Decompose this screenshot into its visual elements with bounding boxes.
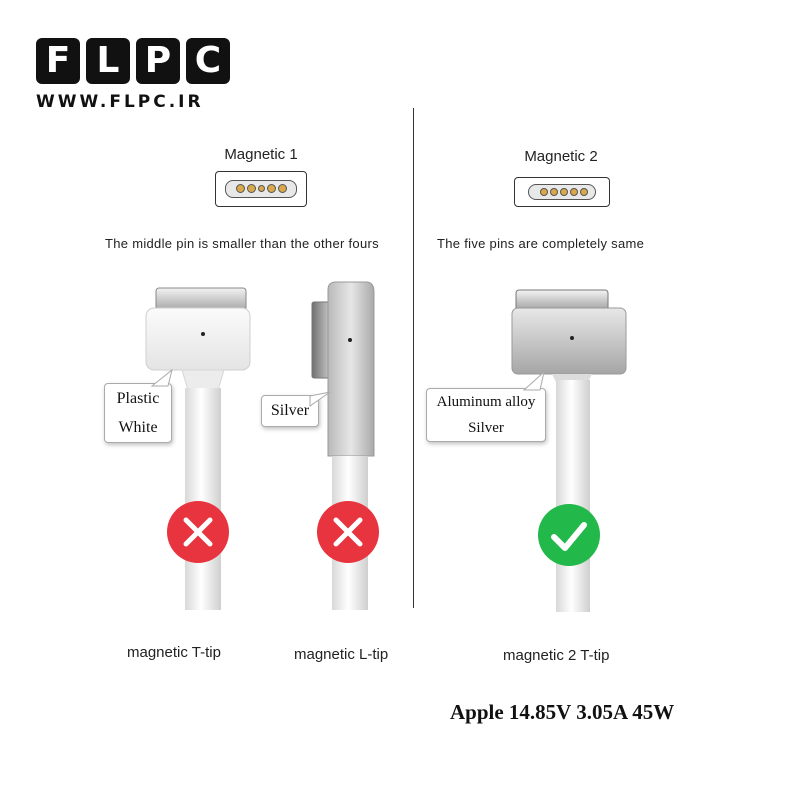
label-magnetic-t-tip: magnetic T-tip [127,644,221,661]
callout-aluminum-silver: Aluminum alloy Silver [426,388,546,442]
magnetic-1-connector-icon [215,171,307,207]
magnetic-2-t-tip-connector [511,289,627,612]
logo-letter-p: P [136,38,180,84]
magnetic-2-description: The five pins are completely same [437,236,645,251]
logo-letter-c: C [186,38,230,84]
callout-line-1: Plastic [116,390,160,407]
label-magnetic-2-t-tip: magnetic 2 T-tip [503,647,610,664]
logo-letter-l: L [86,38,130,84]
logo-letter-f: F [36,38,80,84]
callout-line-2: Silver [468,420,504,436]
magnetic-t-tip-connector [145,287,251,610]
x-icon [167,501,229,563]
magnetic-2-title: Magnetic 2 [524,148,598,165]
callout-line-1: Silver [270,402,310,419]
callout-line-2: White [118,419,158,436]
section-divider [413,108,414,608]
magnetic-2-connector-icon [514,177,610,207]
product-spec: Apple 14.85V 3.05A 45W [450,700,675,724]
callout-silver: Silver [261,395,319,427]
callout-tail [150,368,173,387]
check-icon [538,504,600,566]
callout-tail [309,391,331,407]
callout-tail [522,370,545,391]
callout-plastic-white: Plastic White [104,383,172,443]
label-magnetic-l-tip: magnetic L-tip [294,646,389,663]
callout-line-1: Aluminum alloy [436,394,536,410]
magnetic-1-description: The middle pin is smaller than the other… [105,236,379,251]
magnetic-1-title: Magnetic 1 [224,146,298,163]
x-icon [317,501,379,563]
logo-url: WWW.FLPC.IR [36,92,204,112]
